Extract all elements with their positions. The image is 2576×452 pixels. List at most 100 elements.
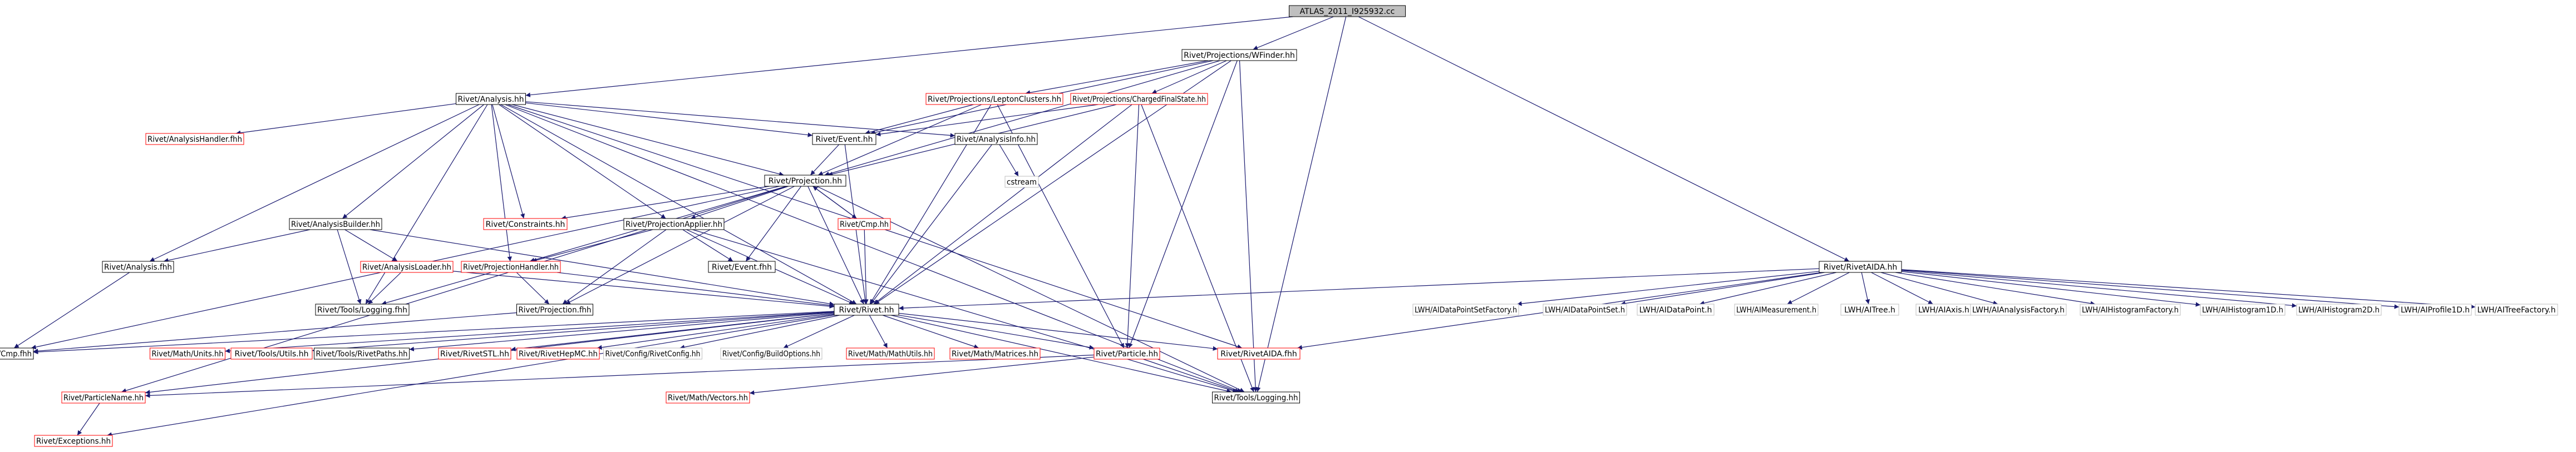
graph-node-analysis[interactable]: Rivet/Analysis.hh	[456, 93, 526, 105]
include-edge-analysisfhh-to-cmpfhh	[13, 272, 130, 349]
graph-node-analysishandler[interactable]: Rivet/AnalysisHandler.fhh	[145, 133, 244, 145]
include-edge-rivetaida-to-aianalysisfactory	[1880, 272, 1998, 305]
node-box	[1217, 347, 1301, 360]
node-box	[846, 347, 935, 360]
graph-node-constraints[interactable]: Rivet/Constraints.hh	[483, 218, 568, 230]
node-label: LWH/AIDataPointSetFactory.h	[1415, 306, 1517, 315]
node-label: LWH/AIAnalysisFactory.h	[1972, 306, 2065, 315]
include-edge-particle-to-particlename	[145, 354, 1095, 398]
node-label: Rivet/AnalysisHandler.fhh	[147, 135, 242, 144]
node-label: Rivet/Event.fhh	[712, 263, 772, 272]
graph-node-histfactory: LWH/AIHistogramFactory.h	[2080, 304, 2181, 316]
include-edge-projection-to-projapplier	[691, 186, 789, 220]
include-edge-projapplier-to-projectionfhh	[562, 229, 667, 305]
graph-node-analysisinfo[interactable]: Rivet/AnalysisInfo.hh	[954, 133, 1038, 145]
graph-node-mathvectors[interactable]: Rivet/Math/Vectors.hh	[666, 391, 750, 404]
graph-node-profile1d: LWH/AIProfile1D.h	[2398, 304, 2472, 316]
graph-nodes: ATLAS_2011_I925932.ccRivet/Projections/W…	[0, 5, 2558, 447]
graph-node-matrices[interactable]: Rivet/Math/Matrices.hh	[949, 347, 1041, 360]
node-label: LWH/AIProfile1D.h	[2401, 306, 2470, 315]
graph-node-projapplier[interactable]: Rivet/ProjectionApplier.hh	[623, 218, 725, 230]
node-label: Rivet/Cmp.hh	[840, 220, 889, 229]
graph-node-projection[interactable]: Rivet/Projection.hh	[764, 175, 846, 187]
graph-node-analysisbuilder[interactable]: Rivet/AnalysisBuilder.hh	[289, 218, 382, 230]
graph-node-rivetstl[interactable]: Rivet/RivetSTL.hh	[438, 347, 511, 360]
graph-node-event[interactable]: Rivet/Event.hh	[812, 133, 876, 145]
include-edge-rivethh-to-rivetconfig	[679, 315, 840, 350]
node-box	[516, 347, 600, 360]
node-label: LWH/AITree.h	[1844, 306, 1895, 315]
include-edge-cmp-to-projection	[812, 186, 857, 219]
node-box	[1819, 261, 1902, 273]
graph-node-mathutils[interactable]: Rivet/Math/MathUtils.hh	[846, 347, 935, 360]
graph-node-particle[interactable]: Rivet/Particle.hh	[1094, 347, 1160, 360]
graph-node-dpset: LWH/AIDataPointSet.h	[1543, 304, 1627, 316]
node-box	[1181, 49, 1297, 61]
node-label: Rivet/Projections/WFinder.hh	[1184, 51, 1295, 60]
node-label: Rivet/Tools/Logging.fhh	[317, 306, 407, 315]
graph-node-cmpfhh[interactable]: Rivet/Cmp.fhh	[0, 347, 34, 360]
node-box	[1212, 391, 1300, 404]
node-box	[102, 261, 174, 273]
include-edge-root-to-analysis	[525, 16, 1293, 97]
include-edge-particle-to-logginghh	[1143, 359, 1240, 393]
node-label: LWH/AITreeFactory.h	[2478, 306, 2556, 315]
node-box	[949, 347, 1041, 360]
node-box	[2080, 304, 2181, 316]
graph-node-toolsutils[interactable]: Rivet/Tools/Utils.hh	[230, 347, 313, 360]
node-label: Rivet/Math/MathUtils.hh	[848, 350, 933, 359]
node-label: Rivet/Projection.hh	[769, 177, 842, 186]
graph-node-eventfhh[interactable]: Rivet/Event.fhh	[708, 261, 776, 273]
include-edge-rivethh-to-matrices	[883, 315, 979, 349]
include-edge-projapplier-to-logginghh	[692, 229, 1238, 393]
node-label: ATLAS_2011_I925932.cc	[1300, 7, 1395, 16]
node-box	[150, 347, 225, 360]
graph-node-rivethh[interactable]: Rivet/Rivet.hh	[834, 304, 899, 316]
graph-node-wfinder[interactable]: Rivet/Projections/WFinder.hh	[1181, 49, 1297, 61]
include-edge-projapplier-to-eventfhh	[682, 229, 733, 262]
node-label: Rivet/AnalysisLoader.hh	[362, 263, 451, 272]
graph-node-rivetaida[interactable]: Rivet/RivetAIDA.hh	[1819, 261, 1902, 273]
graph-node-rivethepmc[interactable]: Rivet/RivetHepMC.hh	[516, 347, 600, 360]
graph-node-loggingfhh[interactable]: Rivet/Tools/Logging.fhh	[315, 304, 410, 316]
graph-node-mathunits[interactable]: Rivet/Math/Units.hh	[150, 347, 225, 360]
node-box	[2200, 304, 2286, 316]
node-box	[720, 347, 822, 360]
graph-node-leptonclusters[interactable]: Rivet/Projections/LeptonClusters.hh	[925, 93, 1063, 105]
include-edge-analysis-to-projection	[512, 104, 784, 176]
node-box	[666, 391, 750, 404]
include-edges	[13, 16, 2476, 437]
graph-node-chargedfs[interactable]: Rivet/Projections/ChargedFinalState.hh	[1070, 93, 1208, 105]
include-edge-rivetaida-to-hist2d	[1901, 270, 2297, 308]
node-label: Rivet/ProjectionHandler.hh	[463, 263, 559, 272]
include-edge-rivethh-to-toolsutils	[312, 311, 835, 353]
node-label: Rivet/Tools/Logging.hh	[1214, 394, 1298, 403]
graph-node-analysisloader[interactable]: Rivet/AnalysisLoader.hh	[360, 261, 454, 273]
graph-node-exceptions[interactable]: Rivet/Exceptions.hh	[34, 435, 113, 447]
graph-node-rivetpaths[interactable]: Rivet/Tools/RivetPaths.hh	[314, 347, 410, 360]
include-edge-chargedfs-to-rivethh	[873, 104, 1132, 305]
node-label: LWH/AIHistogramFactory.h	[2082, 306, 2179, 315]
graph-node-logginghh[interactable]: Rivet/Tools/Logging.hh	[1212, 391, 1300, 404]
graph-node-root[interactable]: ATLAS_2011_I925932.cc	[1289, 5, 1406, 17]
include-edge-projectionfhh-to-cmpfhh	[33, 312, 517, 354]
node-label: LWH/AIHistogram2D.h	[2298, 306, 2380, 315]
node-label: Rivet/Math/Vectors.hh	[668, 394, 748, 403]
node-label: cstream	[1007, 178, 1037, 187]
node-label: Rivet/Projection.fhh	[519, 306, 592, 315]
graph-node-particlename[interactable]: Rivet/ParticleName.hh	[61, 391, 146, 404]
node-label: Rivet/ParticleName.hh	[63, 394, 144, 403]
include-edge-chargedfs-to-event	[875, 104, 1099, 137]
node-label: LWH/AIHistogram1D.h	[2202, 306, 2283, 315]
graph-node-cmp[interactable]: Rivet/Cmp.hh	[838, 218, 891, 230]
graph-node-rivetaidafhh[interactable]: Rivet/RivetAIDA.fhh	[1217, 347, 1301, 360]
graph-node-hist1d: LWH/AIHistogram1D.h	[2200, 304, 2286, 316]
include-edge-particle-to-mathvectors	[749, 356, 1095, 395]
include-edge-analysisinfo-to-rivethh	[870, 144, 992, 305]
graph-node-projectionfhh[interactable]: Rivet/Projection.fhh	[516, 304, 593, 316]
graph-node-projhandler[interactable]: Rivet/ProjectionHandler.hh	[461, 261, 561, 273]
include-edge-cmp-to-rivethh	[864, 229, 869, 305]
include-edge-projhandler-to-loggingfhh	[381, 272, 492, 305]
graph-node-analysisfhh[interactable]: Rivet/Analysis.fhh	[102, 261, 174, 273]
node-box	[360, 261, 454, 273]
